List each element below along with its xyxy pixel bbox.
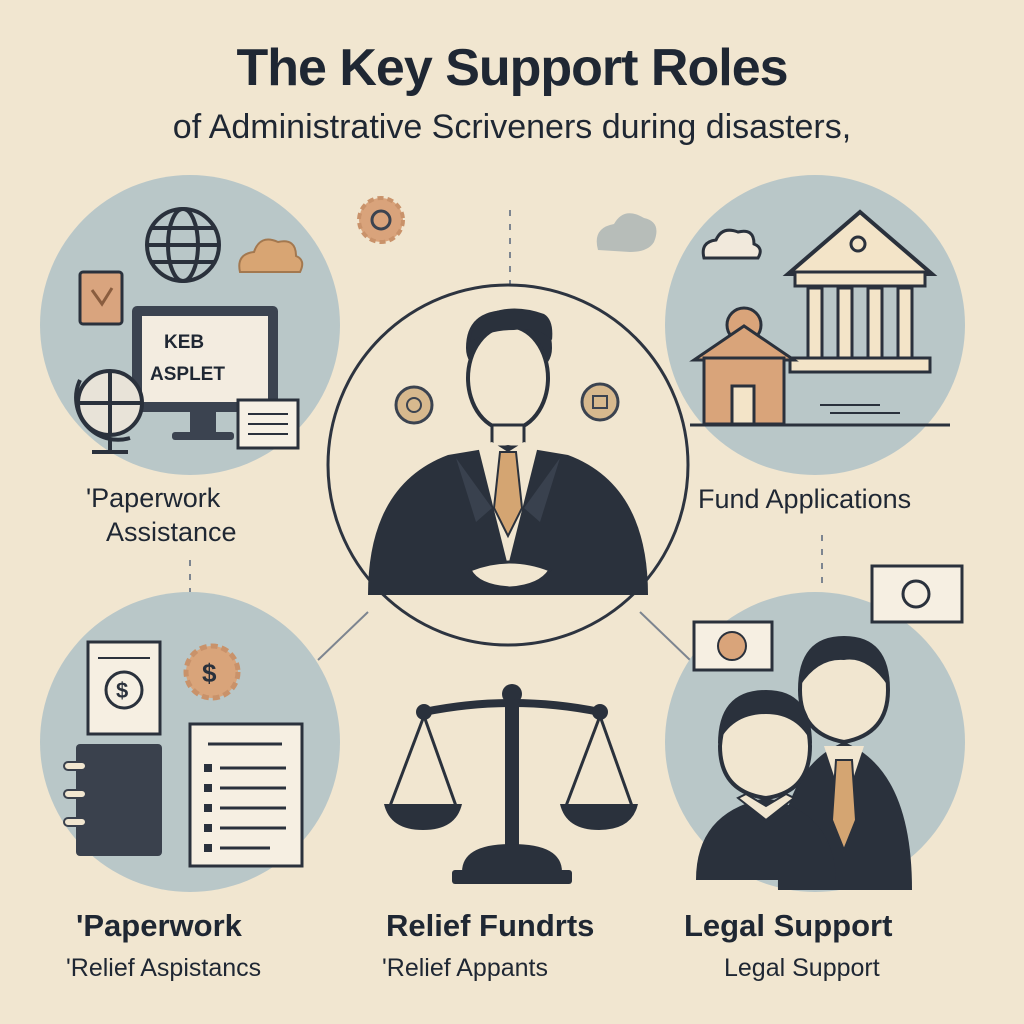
dollar-coin-icon: $ <box>183 643 241 701</box>
label-top-right: Fund Applications <box>698 484 912 514</box>
gear-icon <box>357 196 405 244</box>
document-icon <box>236 398 300 450</box>
central-figure-panel <box>326 283 690 647</box>
fund-applications-panel <box>665 175 965 475</box>
people-icon <box>696 635 912 890</box>
page-subtitle: of Administrative Scriveners during disa… <box>172 108 852 146</box>
coin-icon <box>394 385 434 425</box>
cloud-icon <box>596 213 657 252</box>
label-bottom-right-line2: Legal Support <box>724 954 880 982</box>
monitor-line-1: KEB <box>164 332 204 353</box>
coin-icon <box>580 382 620 422</box>
label-bottom-left-line2: 'Relief Aspistancs <box>66 954 262 982</box>
paperwork-assistance-panel: KEB ASPLET <box>40 175 340 475</box>
monitor-icon: KEB ASPLET <box>132 306 278 440</box>
balance-scale-icon <box>384 684 638 884</box>
svg-text:$: $ <box>116 678 128 703</box>
label-bottom-center-line1: Relief Fundrts <box>386 908 595 943</box>
label-top-left-line2: Assistance <box>106 517 237 547</box>
svg-text:$: $ <box>202 658 217 688</box>
relief-assistance-panel: $ $ <box>40 592 340 892</box>
dollar-document-icon: $ <box>86 640 162 736</box>
cloud-icon <box>238 238 304 273</box>
page-title: The Key Support Roles <box>236 39 788 97</box>
globe-stand-icon <box>74 369 144 454</box>
coin-card-icon <box>692 564 964 672</box>
businessman-icon <box>368 308 648 595</box>
legal-support-panel <box>665 564 965 892</box>
house-icon <box>689 306 799 426</box>
label-bottom-center-line2: 'Relief Appants <box>382 954 548 982</box>
cloud-icon <box>701 228 762 260</box>
notebook-icon <box>63 744 162 856</box>
checklist-icon <box>188 722 304 868</box>
government-building-icon <box>782 209 938 374</box>
label-top-left-line1: 'Paperwork <box>86 483 221 513</box>
label-bottom-left-line1: 'Paperwork <box>76 908 242 943</box>
label-bottom-right-line1: Legal Support <box>684 908 893 943</box>
note-icon <box>78 270 124 326</box>
monitor-line-2: ASPLET <box>150 364 225 385</box>
globe-icon <box>145 207 221 283</box>
